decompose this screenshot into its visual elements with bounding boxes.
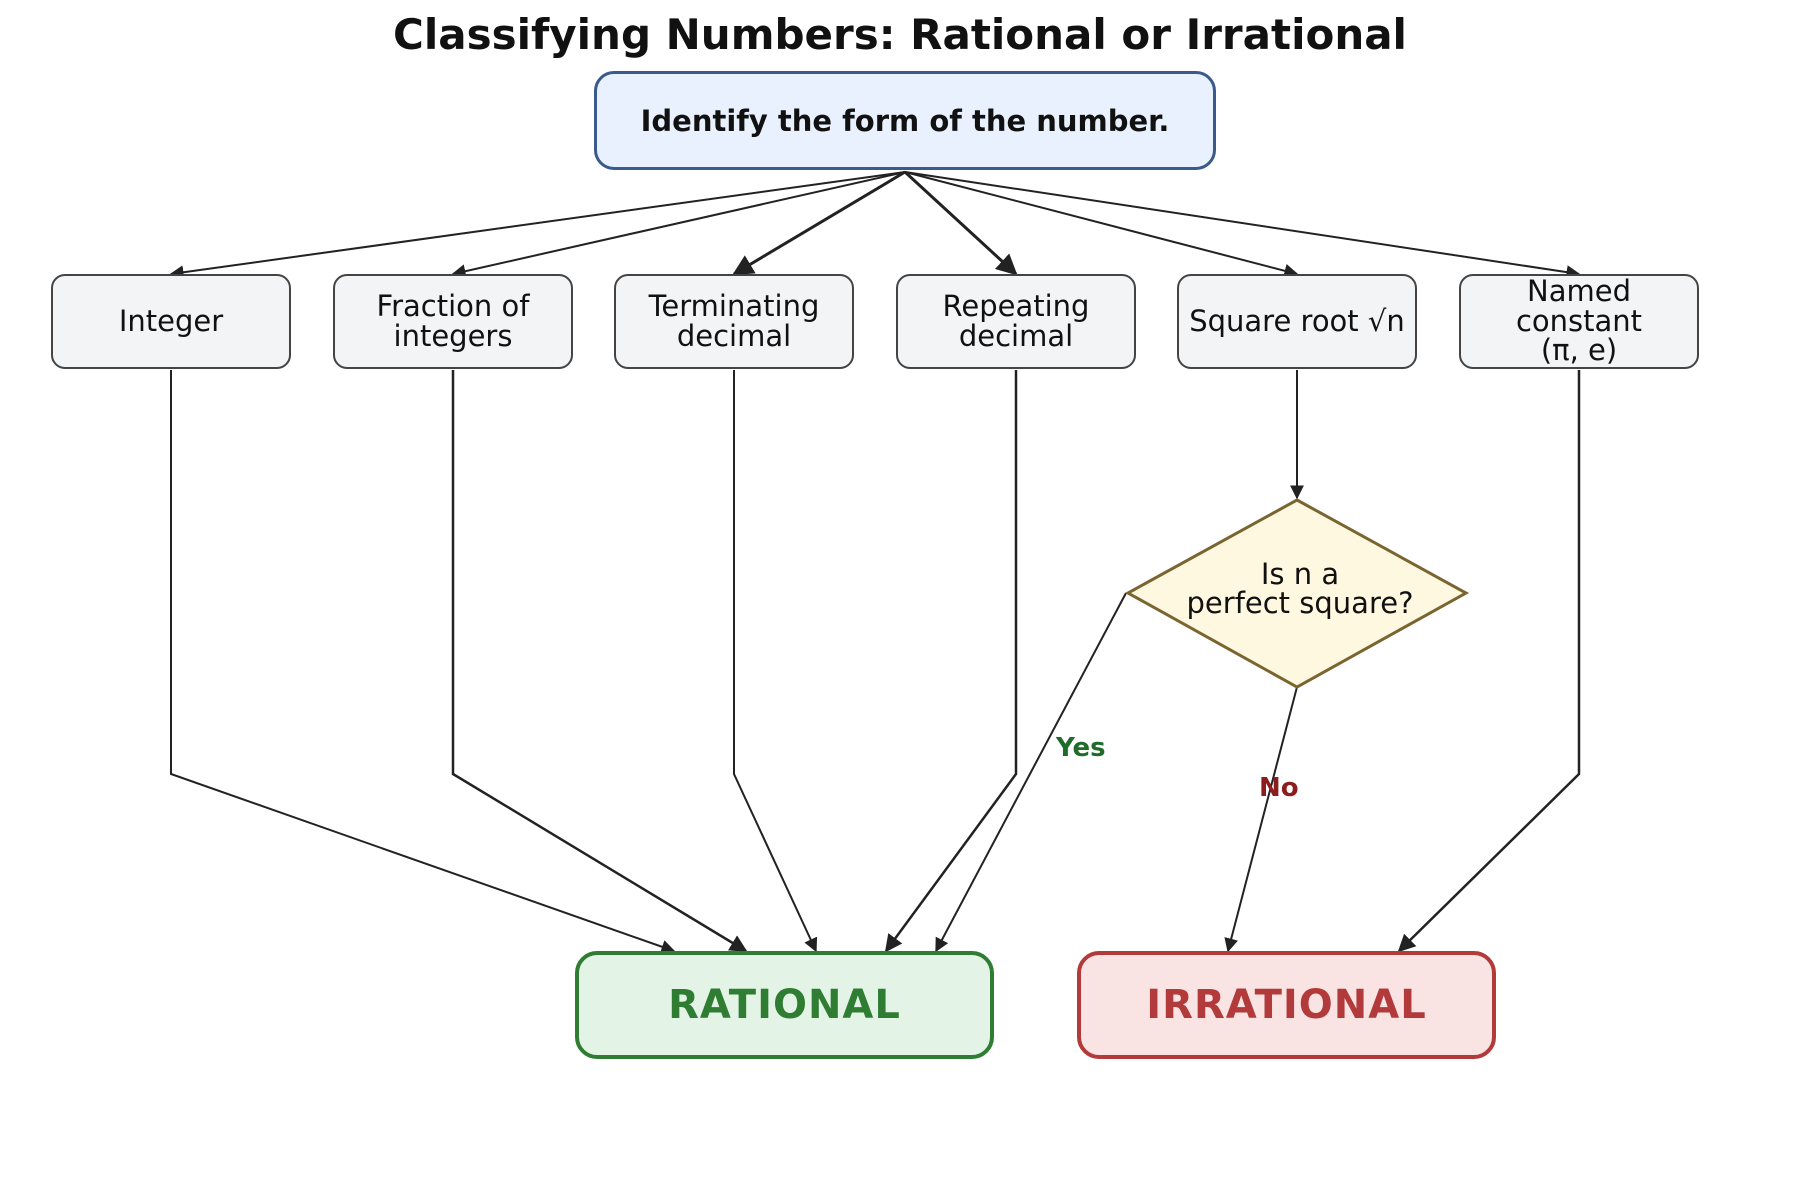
edge-start-sqrt xyxy=(904,171,1299,278)
category-named-constant: Named constant (π, e) xyxy=(1459,274,1699,369)
category-repeating-label: Repeating decimal xyxy=(942,288,1090,353)
yes-edge-label: Yes xyxy=(1056,733,1106,763)
decision-label: Is n a perfect square? xyxy=(1186,557,1414,620)
category-square-root: Square root √n xyxy=(1177,274,1417,369)
category-sqrt-label: Square root √n xyxy=(1189,303,1405,338)
edge-start-fraction xyxy=(451,171,906,279)
outcome-rational: RATIONAL xyxy=(575,951,994,1059)
edge-terminating-rational xyxy=(733,370,818,953)
edge-integer-rational xyxy=(170,370,676,954)
category-terminating-label: Terminating decimal xyxy=(648,288,820,353)
edge-decision-no xyxy=(1224,686,1298,953)
decision-diamond xyxy=(1124,498,1470,689)
edge-repeating-rational xyxy=(884,370,1018,953)
category-integer-label: Integer xyxy=(118,303,224,338)
edge-fraction-rational xyxy=(451,370,748,953)
outcome-irrational-label: IRRATIONAL xyxy=(1146,982,1427,1028)
outcome-rational-label: RATIONAL xyxy=(668,982,901,1028)
no-edge-label: No xyxy=(1259,773,1299,803)
edge-start-constant xyxy=(904,171,1581,280)
edge-start-terminating xyxy=(732,170,906,276)
edge-decision-yes xyxy=(935,592,1127,953)
category-fraction-label: Fraction of integers xyxy=(376,288,530,353)
edge-constant-irrational xyxy=(1397,370,1581,953)
category-constant-label: Named constant (π, e) xyxy=(1515,273,1643,368)
edge-start-integer xyxy=(169,171,906,280)
diagram-title: Classifying Numbers: Rational or Irratio… xyxy=(393,10,1407,59)
outcome-irrational: IRRATIONAL xyxy=(1077,951,1496,1059)
start-node: Identify the form of the number. xyxy=(594,71,1216,170)
category-fraction: Fraction of integers xyxy=(333,274,573,369)
edge-start-repeating xyxy=(903,170,1018,276)
category-terminating-decimal: Terminating decimal xyxy=(614,274,854,369)
category-integer: Integer xyxy=(51,274,291,369)
start-node-label: Identify the form of the number. xyxy=(640,103,1170,138)
category-repeating-decimal: Repeating decimal xyxy=(896,274,1136,369)
